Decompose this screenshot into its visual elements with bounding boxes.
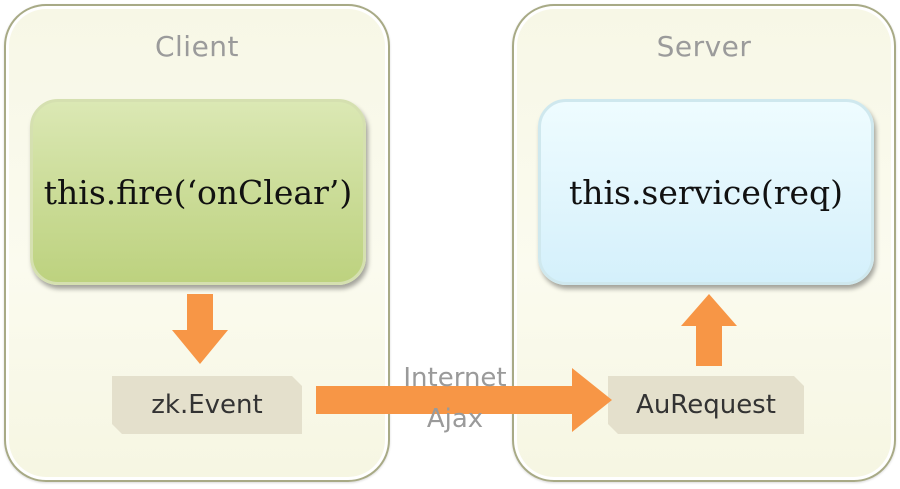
server-panel: Server this.service(req) AuRequest <box>512 4 896 482</box>
client-event-tag: zk.Event <box>112 376 302 434</box>
up-arrow-icon <box>681 294 737 366</box>
client-panel: Client this.fire(‘onClear’) zk.Event <box>4 4 390 482</box>
server-title: Server <box>656 30 752 63</box>
right-arrow-icon <box>316 368 612 432</box>
down-arrow-icon <box>172 294 228 364</box>
connection-label-ajax: Ajax <box>426 404 484 434</box>
server-code-box: this.service(req) <box>538 99 874 285</box>
connection-label-internet: Internet <box>403 363 507 393</box>
server-request-tag: AuRequest <box>608 376 804 434</box>
client-code-box: this.fire(‘onClear’) <box>30 99 366 285</box>
client-title: Client <box>154 30 240 63</box>
